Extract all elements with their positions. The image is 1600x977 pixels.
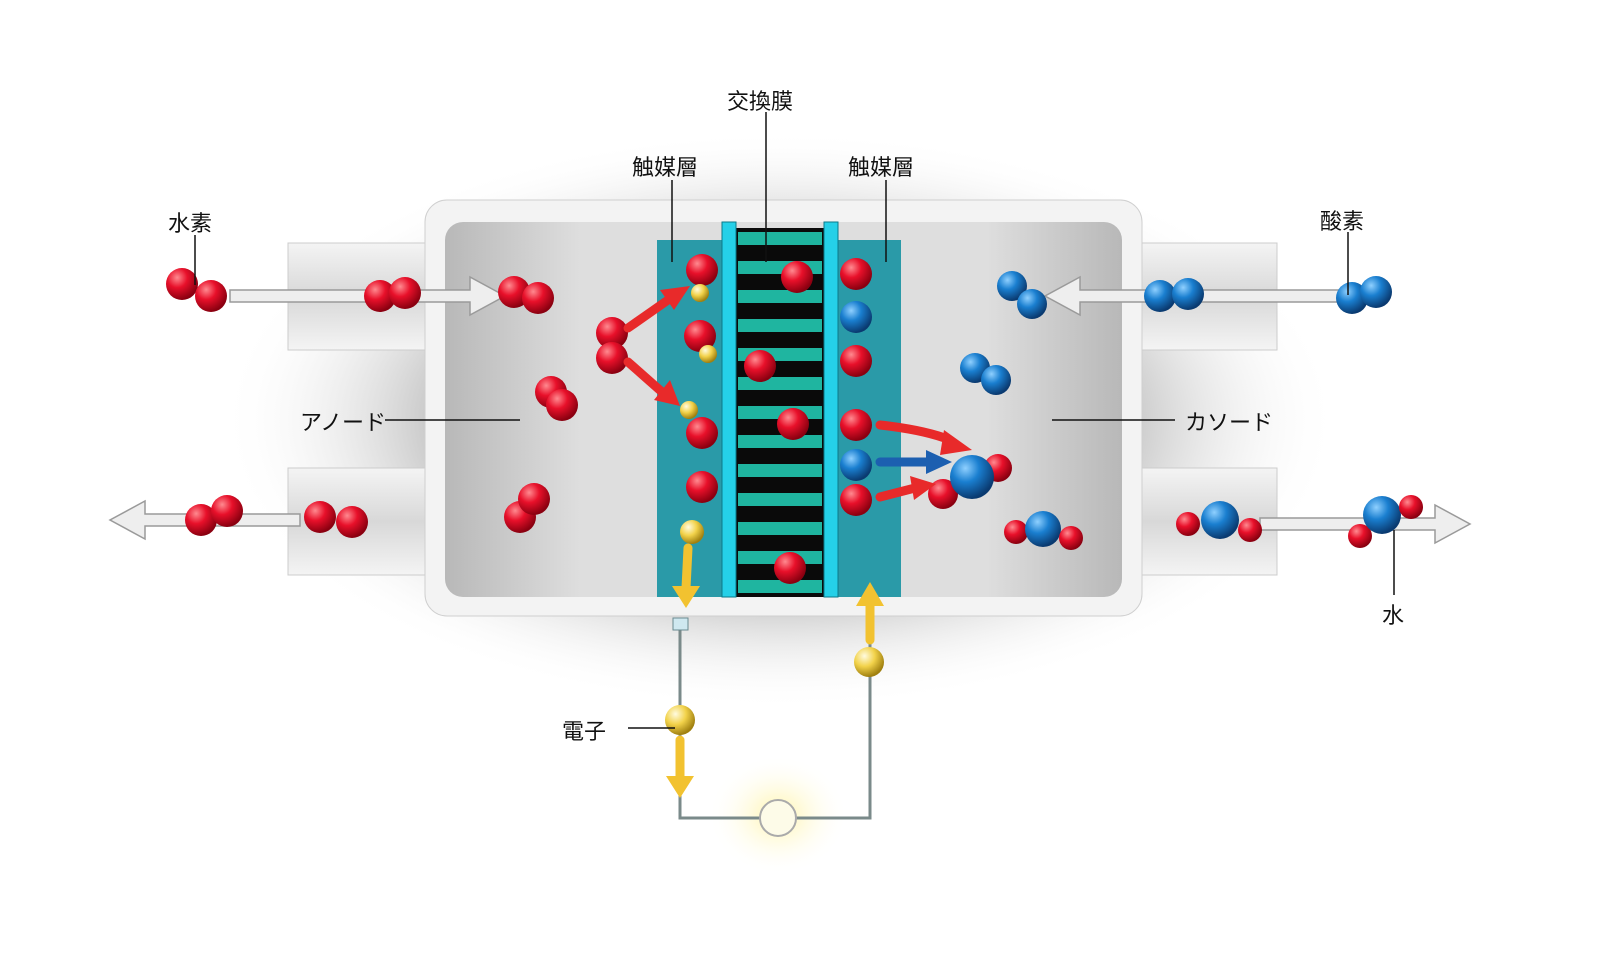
- reaction-arrows: [623, 286, 972, 798]
- label-cathode: カソード: [1185, 411, 1274, 436]
- hydrogen-atom: [928, 479, 958, 509]
- arrow-head: [654, 380, 680, 406]
- reaction-arrow: [623, 295, 673, 333]
- hydrogen-atom: [781, 261, 813, 293]
- hydrogen-atom: [1004, 520, 1028, 544]
- terminal: [672, 617, 689, 631]
- membrane-stripe: [738, 435, 822, 448]
- hydrogen-atom: [777, 408, 809, 440]
- label-membrane: 交換膜: [727, 90, 794, 115]
- arrow-head: [940, 430, 972, 455]
- light-bulb: [759, 799, 797, 837]
- electron: [699, 345, 717, 363]
- electron: [665, 705, 695, 735]
- arrow-head: [672, 586, 700, 608]
- exchange-membrane: [736, 228, 824, 597]
- hydrogen-atom: [744, 350, 776, 382]
- hydrogen-atom: [840, 258, 872, 290]
- hydrogen-atom: [185, 504, 217, 536]
- label-hydrogen: 水素: [168, 212, 213, 237]
- label-water: 水: [1382, 604, 1405, 629]
- label-oxygen: 酸素: [1320, 210, 1365, 235]
- leader-lines: [194, 112, 1395, 729]
- reaction-arrow: [875, 483, 920, 502]
- hydrogen-atom: [166, 268, 198, 300]
- electron: [691, 284, 709, 302]
- hydrogen-atom: [686, 254, 718, 286]
- hydrogen-atom: [774, 552, 806, 584]
- membrane-stripe: [738, 232, 822, 245]
- membrane-stripe: [738, 522, 822, 535]
- hydrogen-atom: [304, 501, 336, 533]
- oxygen-atom: [981, 365, 1011, 395]
- label-catalyst-anode: 触媒層: [632, 156, 699, 181]
- water-outlet-arrow: [1259, 503, 1472, 545]
- hydrogen-atom: [1176, 512, 1200, 536]
- oxygen-atom: [950, 455, 994, 499]
- membrane-stripe: [738, 377, 822, 390]
- membrane-stripe: [738, 290, 822, 303]
- hydrogen-atom: [546, 389, 578, 421]
- hydrogen-atom: [364, 280, 396, 312]
- arrow-head: [910, 476, 936, 500]
- hydrogen-atom: [840, 484, 872, 516]
- oxygen-atom: [840, 301, 872, 333]
- hydrogen-atom: [1348, 524, 1372, 548]
- label-catalyst-cathode: 触媒層: [848, 156, 915, 181]
- oxygen-atom: [1017, 289, 1047, 319]
- oxygen-atom: [1025, 511, 1061, 547]
- oxygen-atom: [1201, 501, 1239, 539]
- membrane-stripe: [738, 464, 822, 477]
- hydrogen-atom: [518, 483, 550, 515]
- oxygen-atom: [997, 271, 1027, 301]
- hydrogen-atom: [684, 320, 716, 352]
- arrow-head: [666, 776, 694, 798]
- hydrogen-atom: [1238, 518, 1262, 542]
- electron-arrow: [681, 543, 693, 593]
- membrane-border-left: [721, 221, 737, 598]
- oxygen-atom: [1144, 280, 1176, 312]
- membrane-stripe: [738, 580, 822, 593]
- molecules: [166, 254, 1423, 735]
- arrow-head: [926, 450, 952, 474]
- membrane-border-right: [823, 221, 839, 598]
- membrane-stripe: [738, 319, 822, 332]
- hydrogen-atom: [686, 471, 718, 503]
- hydrogen-atom: [195, 280, 227, 312]
- label-electron: 電子: [562, 720, 607, 745]
- hydrogen-atom: [840, 409, 872, 441]
- oxygen-atom: [1363, 496, 1401, 534]
- hydrogen-atom: [1059, 526, 1083, 550]
- hydrogen-atom: [686, 417, 718, 449]
- oxygen-atom: [1336, 282, 1368, 314]
- hydrogen-atom: [840, 345, 872, 377]
- hydrogen-atom: [336, 506, 368, 538]
- oxygen-atom: [1360, 276, 1392, 308]
- hydrogen-atom: [596, 317, 628, 349]
- hydrogen-atom: [389, 277, 421, 309]
- electron: [680, 520, 704, 544]
- reaction-arrow: [623, 357, 667, 397]
- hydrogen-atom: [1399, 495, 1423, 519]
- arrow-head: [856, 582, 884, 606]
- oxygen-atom: [840, 449, 872, 481]
- label-anode: アノード: [300, 411, 387, 436]
- hydrogen-atom: [596, 342, 628, 374]
- electron: [854, 647, 884, 677]
- hydrogen-atom: [211, 495, 243, 527]
- hydrogen-atom: [498, 276, 530, 308]
- oxygen-atom: [1172, 278, 1204, 310]
- hydrogen-atom: [522, 282, 554, 314]
- membrane-stripe: [738, 493, 822, 506]
- electron: [680, 401, 698, 419]
- arrow-head: [660, 286, 690, 310]
